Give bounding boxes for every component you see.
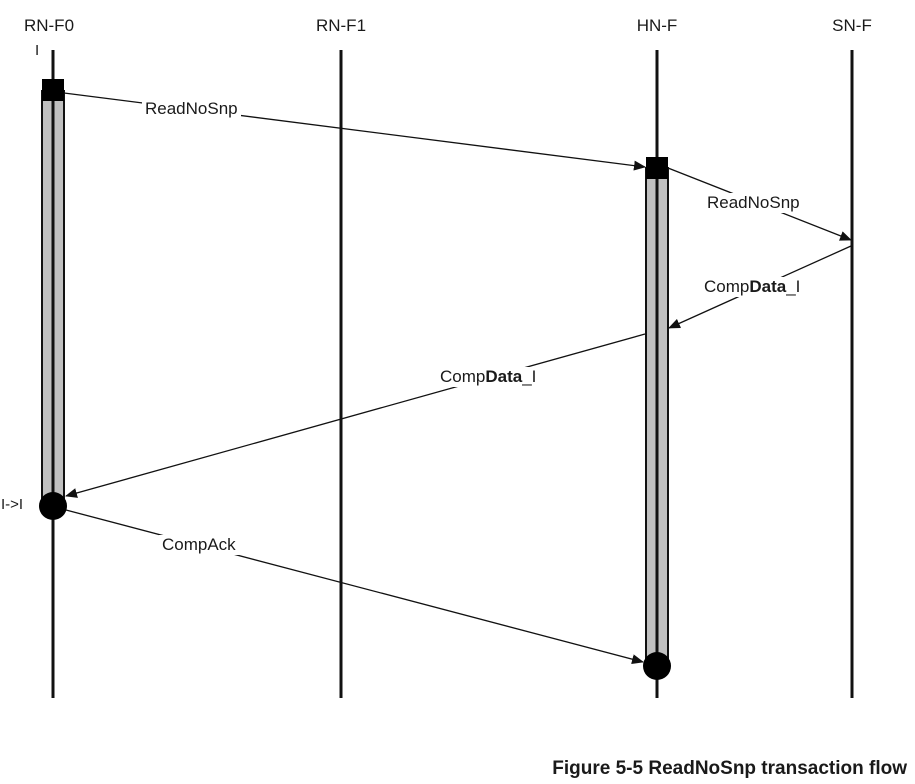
compdata-1-prefix: Comp bbox=[704, 277, 750, 296]
end-marker-rn-f0 bbox=[39, 492, 67, 520]
arrow-compack-rnf0-to-hnf bbox=[65, 509, 644, 665]
compdata-1-suffix: _I bbox=[786, 277, 801, 296]
start-marker-rn-f0 bbox=[42, 79, 64, 101]
compdata-2-suffix: _I bbox=[522, 367, 537, 386]
figure-caption: Figure 5-5 ReadNoSnp transaction flow bbox=[552, 758, 907, 779]
node-label-rn-f0: RN-F0 bbox=[23, 16, 75, 35]
arrow-compdata-hnf-to-rnf0 bbox=[65, 333, 646, 498]
node-label-hn-f: HN-F bbox=[636, 16, 678, 35]
message-label-compack: CompAck bbox=[159, 535, 239, 555]
compdata-1-bold: Data bbox=[749, 277, 787, 296]
message-label-readnosnp-2: ReadNoSnp bbox=[704, 193, 803, 213]
node-label-rn-f1: RN-F1 bbox=[315, 16, 367, 35]
state-transition-rn-f0: I->I bbox=[1, 496, 24, 513]
message-label-compdata-1: CompData_I bbox=[701, 277, 804, 297]
compdata-2-bold: Data bbox=[485, 367, 523, 386]
message-label-readnosnp-1: ReadNoSnp bbox=[142, 99, 241, 119]
node-label-sn-f: SN-F bbox=[832, 16, 872, 35]
end-marker-hn-f bbox=[643, 652, 671, 680]
compdata-2-prefix: Comp bbox=[440, 367, 486, 386]
start-marker-hn-f bbox=[646, 157, 668, 179]
state-initial-rn-f0: I bbox=[35, 42, 40, 59]
message-label-compdata-2: CompData_I bbox=[437, 367, 540, 387]
